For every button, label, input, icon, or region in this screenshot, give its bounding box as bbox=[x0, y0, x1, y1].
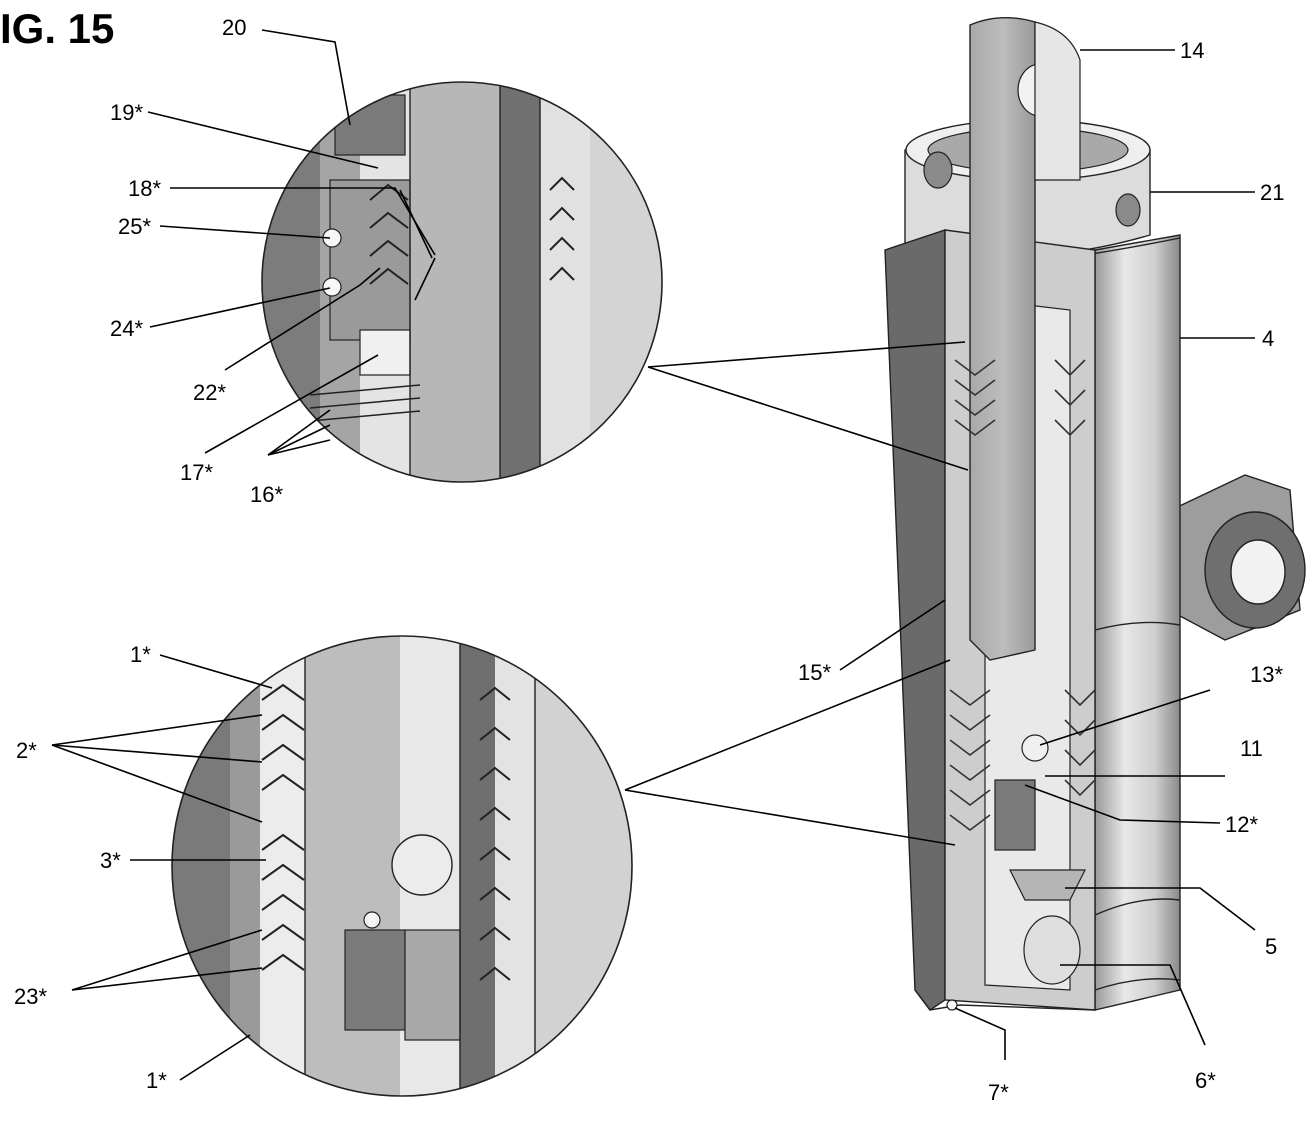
lower-seal-stack bbox=[949, 689, 1096, 831]
label-21: 21 bbox=[1260, 180, 1284, 205]
label-4: 4 bbox=[1262, 326, 1274, 351]
label-19: 19* bbox=[110, 100, 143, 125]
label-14: 14 bbox=[1180, 38, 1204, 63]
leader-lines bbox=[51, 29, 1256, 1081]
label-2: 2* bbox=[16, 738, 37, 763]
label-3: 3* bbox=[100, 848, 121, 873]
label-20: 20 bbox=[222, 15, 246, 40]
upper-seal-stack bbox=[954, 359, 1086, 437]
figure-title: IG. 15 bbox=[0, 5, 114, 52]
label-11: 11 bbox=[1240, 736, 1263, 761]
label-7: 7* bbox=[988, 1080, 1009, 1105]
label-13: 13* bbox=[1250, 662, 1283, 687]
label-1-top: 1* bbox=[130, 642, 151, 667]
piston-rod bbox=[969, 16, 1036, 661]
label-16: 16* bbox=[250, 482, 283, 507]
outlet-port bbox=[1149, 474, 1306, 641]
pump-assembly bbox=[884, 16, 1306, 1011]
label-6: 6* bbox=[1195, 1068, 1216, 1093]
label-22: 22* bbox=[193, 380, 226, 405]
label-17: 17* bbox=[180, 460, 213, 485]
detail-circle-bottom bbox=[171, 635, 633, 1097]
label-5: 5 bbox=[1265, 934, 1277, 959]
label-1-bottom: 1* bbox=[146, 1068, 167, 1093]
label-18: 18* bbox=[128, 176, 161, 201]
callout-labels: 20 19* 18* 25* 24* 22* 17* 16* 1* 2* 3* … bbox=[14, 15, 1284, 1105]
label-24: 24* bbox=[110, 316, 143, 341]
label-23: 23* bbox=[14, 984, 47, 1009]
detail-circle-top bbox=[261, 81, 663, 483]
label-12: 12* bbox=[1225, 812, 1258, 837]
label-15: 15* bbox=[798, 660, 831, 685]
label-25: 25* bbox=[118, 214, 151, 239]
